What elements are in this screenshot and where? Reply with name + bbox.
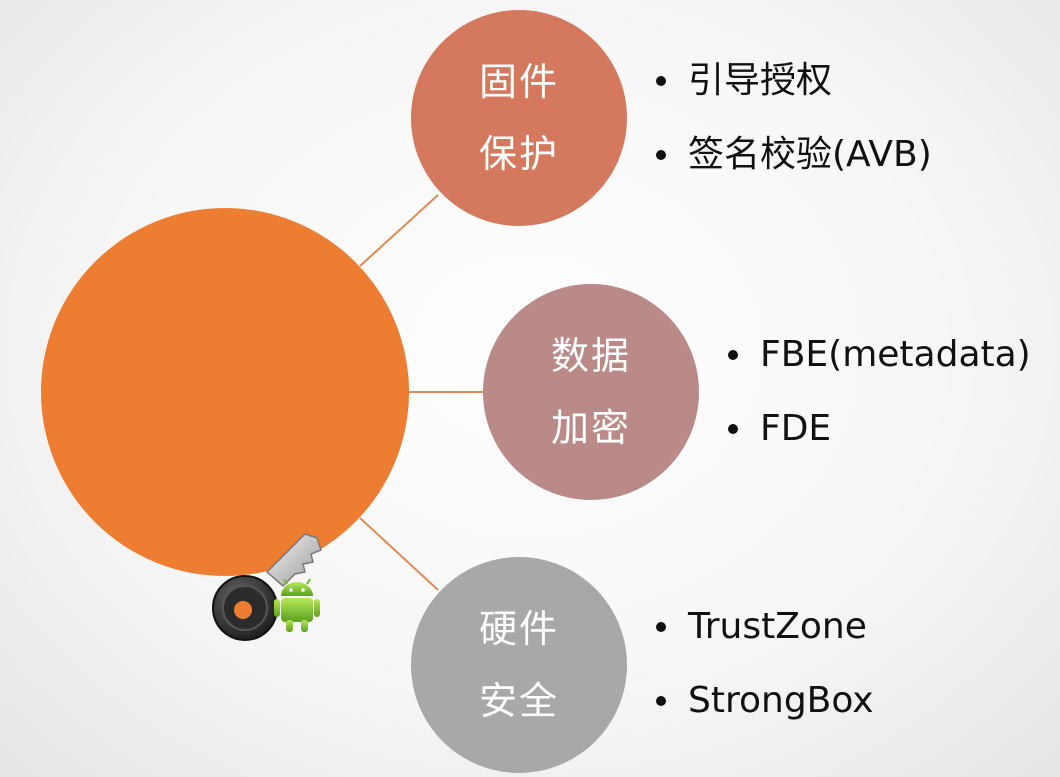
firmware-protection-circle: 固件保护	[411, 10, 627, 226]
list-item-text: 引导授权	[688, 60, 833, 101]
data-encryption-list: FBE(metadata) FDE	[724, 318, 1031, 466]
bullet-dot-icon	[656, 622, 666, 632]
list-item-text: TrustZone	[688, 606, 867, 647]
center-circle	[41, 208, 409, 641]
list-item-text: 签名校验(AVB)	[688, 134, 932, 175]
list-item: FBE(metadata)	[724, 318, 1031, 392]
bullet-dot-icon	[728, 424, 738, 434]
list-item-text: StrongBox	[688, 680, 874, 721]
list-item-text: FDE	[760, 408, 832, 449]
list-item: StrongBox	[652, 664, 874, 738]
bullet-dot-icon	[656, 696, 666, 706]
list-item: 引导授权	[652, 44, 932, 118]
hardware-security-list: TrustZone StrongBox	[652, 590, 874, 738]
android-key-icon	[212, 533, 322, 641]
firmware-protection-list: 引导授权 签名校验(AVB)	[652, 44, 932, 192]
list-item: 签名校验(AVB)	[652, 118, 932, 192]
bullet-dot-icon	[656, 150, 666, 160]
firmware-protection-label: 固件保护	[478, 60, 559, 176]
connector-firmware	[359, 194, 439, 267]
bullet-dot-icon	[656, 76, 666, 86]
connector-hardware	[359, 517, 439, 591]
list-item-text: FBE(metadata)	[760, 334, 1031, 375]
list-item: TrustZone	[652, 590, 874, 664]
data-encryption-circle: 数据加密	[483, 284, 699, 500]
data-encryption-label: 数据加密	[550, 334, 631, 450]
hardware-security-circle: 硬件安全	[411, 557, 627, 773]
list-item: FDE	[724, 392, 1031, 466]
hardware-security-label: 硬件安全	[478, 607, 559, 723]
bullet-dot-icon	[728, 350, 738, 360]
